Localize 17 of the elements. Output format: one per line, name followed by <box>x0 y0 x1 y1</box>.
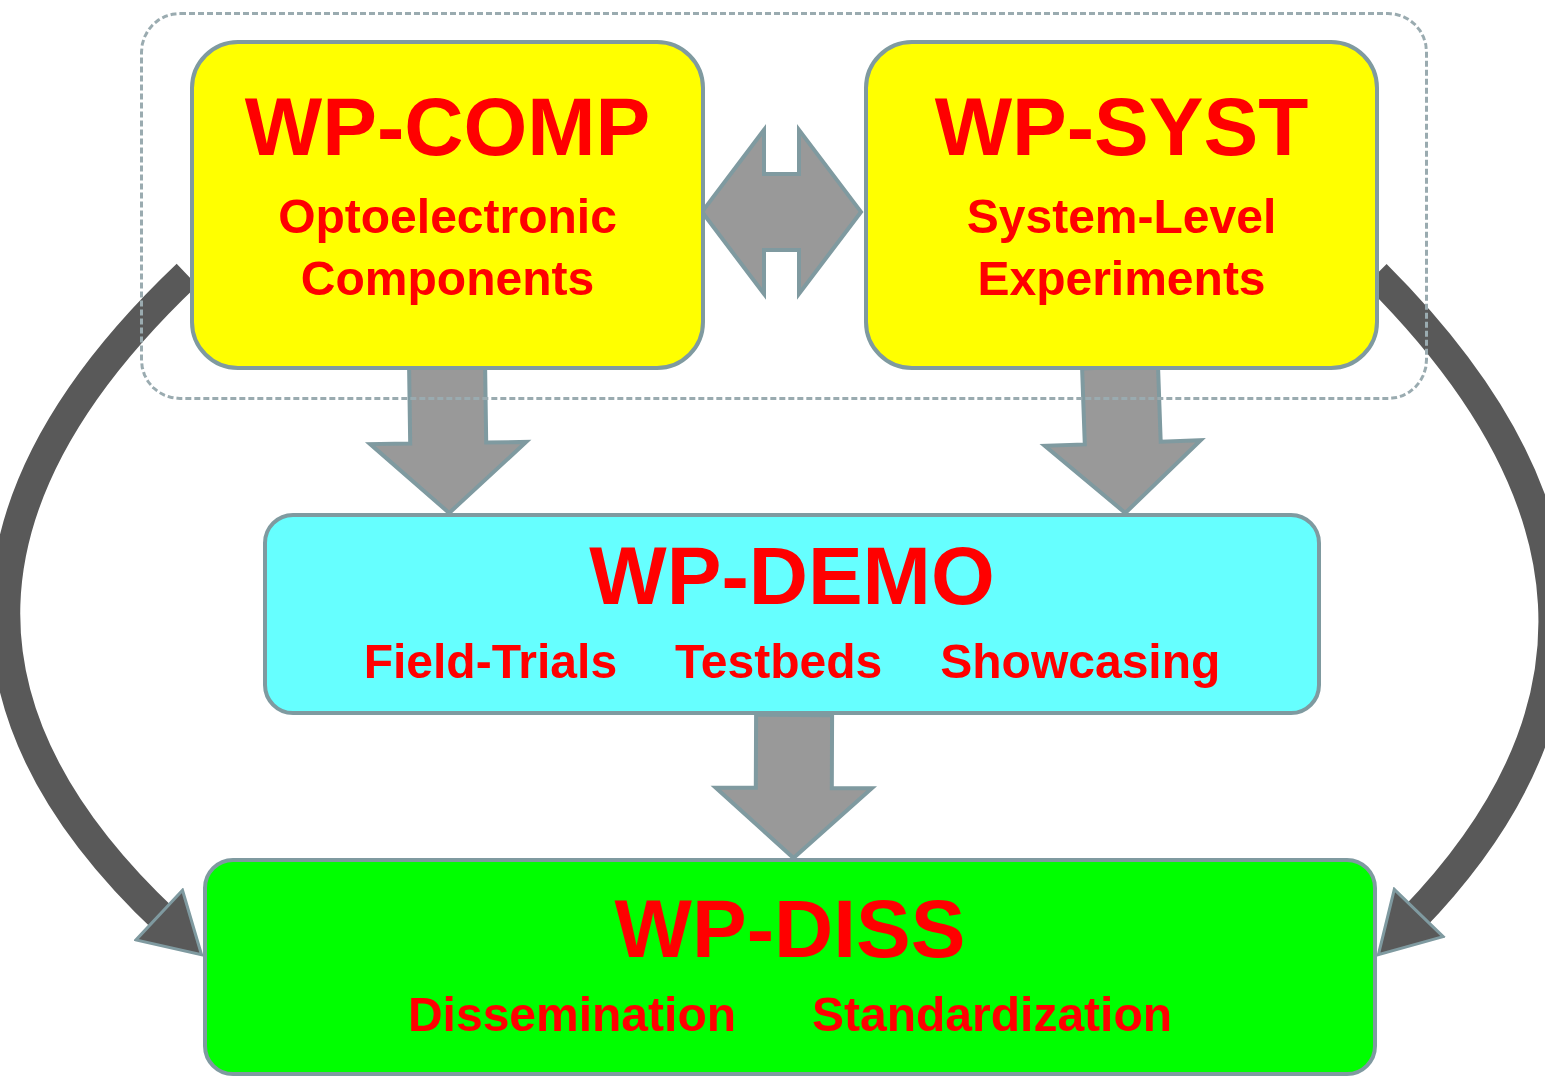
work-package-box <box>190 40 705 370</box>
dashed-group-frame <box>140 12 1428 400</box>
box-title: WP-DISS <box>614 888 966 970</box>
box-subtitle: Optoelectronic Components <box>277 189 618 307</box>
box-subtitle: System-Level Experiments <box>965 189 1278 307</box>
work-package-box <box>864 40 1379 370</box>
box-subtitle: Standardization <box>812 987 1173 1043</box>
work-package-box <box>203 858 1377 1076</box>
box-title: WP-COMP <box>244 86 651 168</box>
box-title: WP-DEMO <box>589 535 995 617</box>
box-subtitle: Field-Trials <box>363 634 618 690</box>
box-title: WP-SYST <box>934 86 1309 168</box>
box-subtitle: Showcasing <box>940 634 1221 690</box>
work-package-box <box>263 513 1321 715</box>
box-subtitle: Testbeds <box>675 634 883 690</box>
box-subtitle: Dissemination <box>407 987 736 1043</box>
block-arrow <box>710 712 878 861</box>
